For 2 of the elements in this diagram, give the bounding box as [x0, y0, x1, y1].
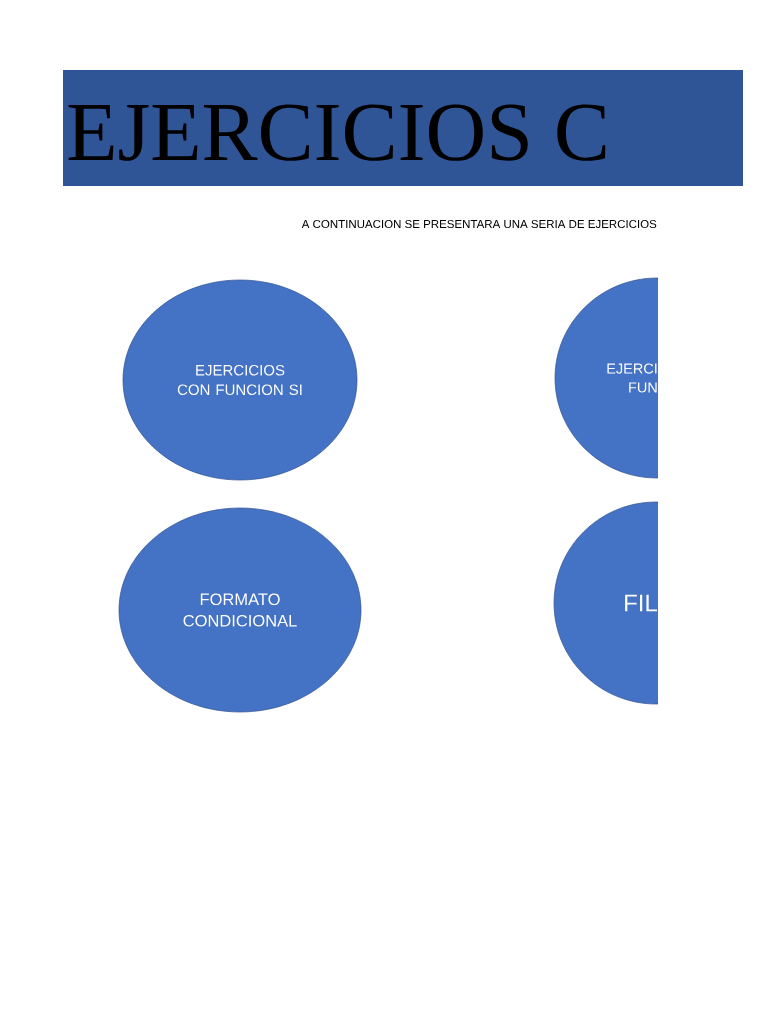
title-banner: EJERCICIOS C — [63, 70, 743, 186]
subtitle: A CONTINUACION SE PRESENTARA UNA SERIA DE EJERCICIOS — [301, 219, 657, 229]
